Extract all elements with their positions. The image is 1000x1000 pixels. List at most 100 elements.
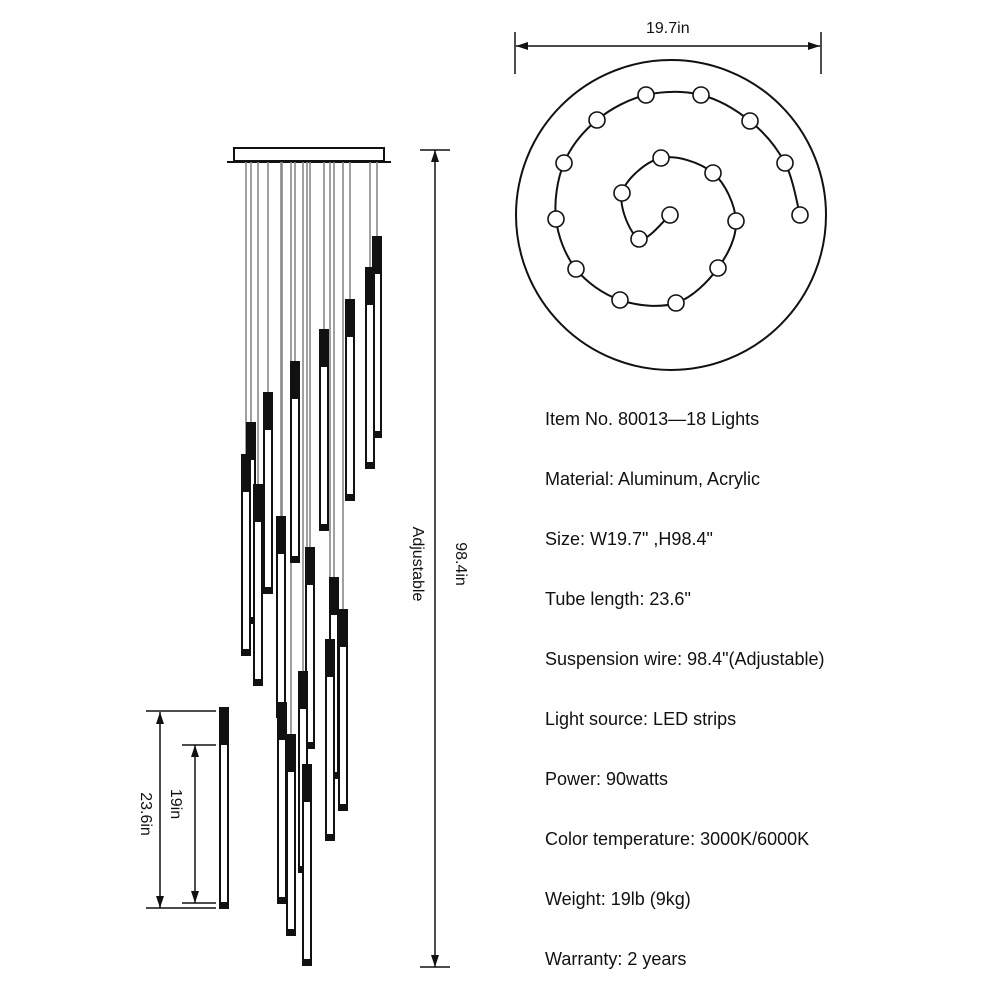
light-position bbox=[613, 184, 631, 202]
tube-end bbox=[345, 494, 355, 500]
light-position bbox=[791, 206, 809, 224]
light-position bbox=[727, 212, 745, 230]
tube-cap bbox=[290, 365, 300, 399]
adjustable-label: Adjustable bbox=[409, 526, 426, 602]
arrowhead bbox=[808, 42, 820, 50]
tube-top bbox=[321, 330, 327, 335]
arrowhead bbox=[431, 955, 439, 967]
spec-line: Power: 90watts bbox=[545, 769, 669, 789]
tube-top bbox=[292, 362, 298, 367]
tube-cap bbox=[365, 271, 375, 305]
tube-end bbox=[253, 679, 263, 685]
tube-end bbox=[263, 587, 273, 593]
tube-end bbox=[277, 897, 287, 903]
tube-top bbox=[221, 708, 227, 713]
spec-line: Material: Aluminum, Acrylic bbox=[545, 469, 761, 489]
tube-top bbox=[288, 735, 294, 740]
tube-length-label: 23.6in bbox=[137, 792, 154, 836]
tube-top bbox=[304, 765, 310, 770]
spec-line: Weight: 19lb (9kg) bbox=[545, 889, 691, 909]
light-position bbox=[637, 86, 655, 104]
height-label: 98.4in bbox=[452, 542, 469, 586]
arrowhead bbox=[191, 745, 199, 757]
arrowhead bbox=[156, 712, 164, 724]
spec-line: Light source: LED strips bbox=[545, 709, 737, 729]
tube-cap bbox=[338, 613, 348, 647]
tube-top bbox=[367, 268, 373, 273]
tube-top bbox=[243, 455, 249, 460]
tube-end bbox=[319, 524, 329, 530]
spec-line: Item No. 80013—18 Lights bbox=[545, 409, 760, 429]
tube-cap bbox=[329, 581, 339, 615]
spec-line: Warranty: 2 years bbox=[545, 949, 687, 969]
arrowhead bbox=[431, 150, 439, 162]
light-position bbox=[704, 164, 722, 182]
tube-cap bbox=[286, 738, 296, 772]
tube-end bbox=[241, 649, 251, 655]
tube-end bbox=[286, 929, 296, 935]
tube-top bbox=[278, 517, 284, 522]
tube-cap bbox=[277, 706, 287, 740]
tube-cap bbox=[325, 643, 335, 677]
tube-end bbox=[290, 556, 300, 562]
tube-top bbox=[255, 485, 261, 490]
arrowhead bbox=[156, 896, 164, 908]
tube-end bbox=[365, 462, 375, 468]
light-position bbox=[567, 260, 585, 278]
light-length-label: 19in bbox=[167, 788, 184, 820]
tube-top bbox=[331, 578, 337, 583]
tube-top bbox=[374, 237, 380, 242]
tube-cap bbox=[253, 488, 263, 522]
tube-cap bbox=[246, 426, 256, 460]
width-label: 19.7in bbox=[646, 20, 690, 37]
tube-top bbox=[327, 640, 333, 645]
spec-line: Suspension wire: 98.4"(Adjustable) bbox=[545, 649, 825, 669]
tube-cap bbox=[372, 240, 382, 274]
tube-top bbox=[279, 703, 285, 708]
tube-end bbox=[302, 959, 312, 965]
light-position bbox=[611, 291, 629, 309]
light-position bbox=[630, 230, 648, 248]
tube-end bbox=[372, 431, 382, 437]
tube-cap bbox=[263, 396, 273, 430]
tube-cap bbox=[276, 520, 286, 554]
tube-cap bbox=[241, 458, 251, 492]
tube-cap bbox=[305, 551, 315, 585]
light-position bbox=[692, 86, 710, 104]
arrowhead bbox=[191, 891, 199, 903]
light-position bbox=[588, 111, 606, 129]
tube-cap bbox=[345, 303, 355, 337]
tube-cap bbox=[302, 768, 312, 802]
tube-end bbox=[325, 834, 335, 840]
tube-top bbox=[300, 672, 306, 677]
light-position bbox=[547, 210, 565, 228]
tube-end bbox=[219, 902, 229, 908]
top-view bbox=[515, 59, 827, 371]
arrowhead bbox=[516, 42, 528, 50]
tube-top bbox=[347, 300, 353, 305]
spec-line: Size: W19.7" ,H98.4" bbox=[545, 529, 713, 549]
tube-end bbox=[338, 804, 348, 810]
light-position bbox=[652, 149, 670, 167]
light-position bbox=[741, 112, 759, 130]
light-position bbox=[776, 154, 794, 172]
tube-top bbox=[248, 423, 254, 428]
tube-top bbox=[265, 393, 271, 398]
tube-cap bbox=[219, 711, 229, 745]
canopy-outline bbox=[515, 59, 827, 371]
light-position bbox=[667, 294, 685, 312]
light-position bbox=[555, 154, 573, 172]
light-position bbox=[709, 259, 727, 277]
spec-line: Tube length: 23.6" bbox=[545, 589, 691, 609]
tube-cap bbox=[298, 675, 308, 709]
tube-top bbox=[340, 610, 346, 615]
side-view bbox=[219, 147, 391, 966]
canopy bbox=[233, 147, 385, 162]
tube-top bbox=[307, 548, 313, 553]
dimension-lines bbox=[146, 32, 822, 968]
light-position bbox=[661, 206, 679, 224]
spec-line: Color temperature: 3000K/6000K bbox=[545, 829, 810, 849]
tube-end bbox=[305, 742, 315, 748]
